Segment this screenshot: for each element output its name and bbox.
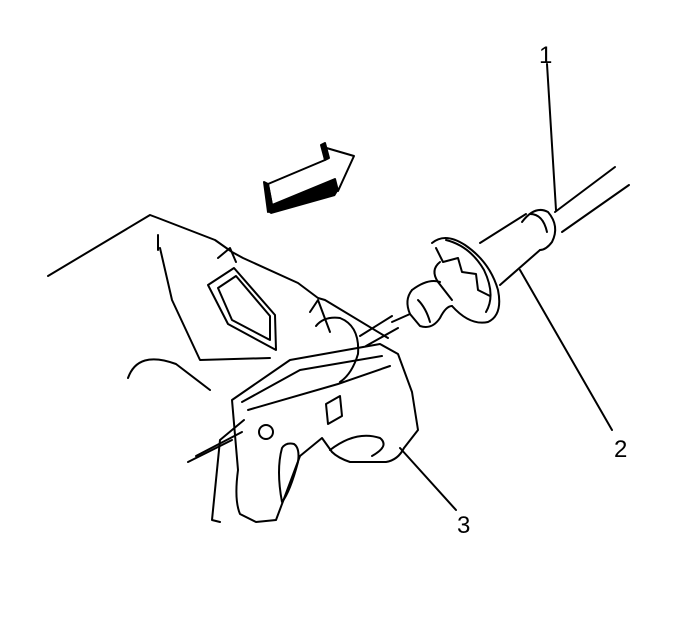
cable-icon: [521, 166, 630, 251]
direction-arrow-icon: [263, 142, 355, 214]
leader-line-2: [519, 269, 613, 431]
leader-line-3: [399, 447, 457, 511]
callout-3: 3: [457, 512, 471, 539]
bracket-icon: [47, 214, 419, 523]
callout-2: 2: [614, 436, 628, 463]
cable-fitting-icon: [359, 213, 541, 347]
leader-lines: [399, 63, 613, 511]
callout-1: 1: [539, 42, 553, 69]
leader-line-1: [546, 63, 557, 211]
